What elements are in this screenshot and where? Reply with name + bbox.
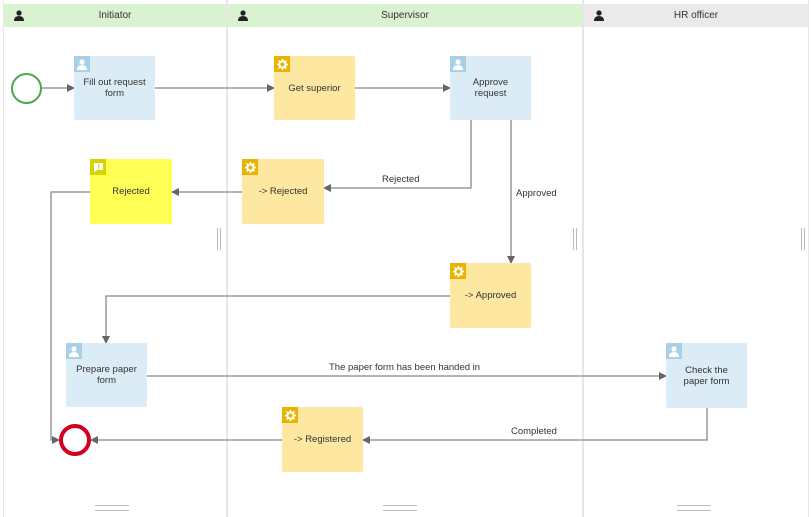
lane-initiator: Initiator [3, 0, 227, 517]
task-prepare-paper-form[interactable]: Prepare paper form [66, 343, 147, 407]
task-approve-request[interactable]: Approve request [450, 56, 531, 120]
lane-resize-handle[interactable] [573, 228, 577, 250]
task-label: Approve request [472, 77, 509, 99]
gear-icon [450, 263, 466, 279]
start-event[interactable] [11, 73, 42, 104]
user-icon [74, 56, 90, 72]
lane-resize-handle[interactable] [801, 228, 805, 250]
flow-label-handed-in: The paper form has been handed in [329, 362, 481, 373]
task-fill-out-request-form[interactable]: Fill out request form [74, 56, 155, 120]
lane-footer-handle[interactable] [383, 505, 417, 511]
lane-footer-handle[interactable] [677, 505, 711, 511]
gear-icon [274, 56, 290, 72]
lane-title: Initiator [98, 10, 132, 21]
gear-icon [242, 159, 258, 175]
lane-header-hr-officer: HR officer [584, 4, 808, 27]
lane-resize-handle[interactable] [217, 228, 221, 250]
flow-label-completed: Completed [511, 426, 557, 437]
person-icon [594, 10, 604, 21]
lane-header-supervisor: Supervisor [228, 4, 582, 27]
task-get-superior[interactable]: Get superior [274, 56, 355, 120]
task-label: -> Registered [293, 434, 352, 445]
flow-label-approved: Approved [516, 188, 557, 199]
lane-header-initiator: Initiator [4, 4, 226, 27]
task-set-approved[interactable]: -> Approved [450, 263, 531, 328]
task-label: Fill out request form [83, 77, 146, 99]
lane-title: HR officer [673, 10, 719, 21]
lane-supervisor: Supervisor [227, 0, 583, 517]
person-icon [238, 10, 248, 21]
end-event[interactable] [59, 424, 91, 456]
user-icon [450, 56, 466, 72]
flow-approved-to-prepare [102, 295, 450, 344]
flow-check-to-registered [362, 408, 708, 444]
task-set-registered[interactable]: -> Registered [282, 407, 363, 472]
user-icon [66, 343, 82, 359]
task-check-paper-form[interactable]: Check the paper form [666, 343, 747, 408]
message-label: Rejected [112, 186, 150, 197]
message-rejected[interactable]: Rejected [90, 159, 172, 224]
task-label: Prepare paper form [76, 364, 137, 386]
flow-label-rejected: Rejected [382, 174, 420, 185]
lane-hr-officer: HR officer [583, 0, 809, 517]
flow-msg-to-end [50, 191, 90, 444]
lane-title: Supervisor [381, 10, 429, 21]
task-label: Check the paper form [683, 364, 730, 387]
user-icon [666, 343, 682, 359]
gear-icon [282, 407, 298, 423]
person-icon [14, 10, 24, 21]
exclamation-icon [90, 159, 106, 175]
task-label: -> Approved [464, 290, 517, 301]
flow-approve-rejected [323, 120, 472, 192]
task-label: -> Rejected [258, 186, 308, 197]
lane-footer-handle[interactable] [95, 505, 129, 511]
task-set-rejected[interactable]: -> Rejected [242, 159, 324, 224]
task-label: Get superior [288, 82, 341, 94]
